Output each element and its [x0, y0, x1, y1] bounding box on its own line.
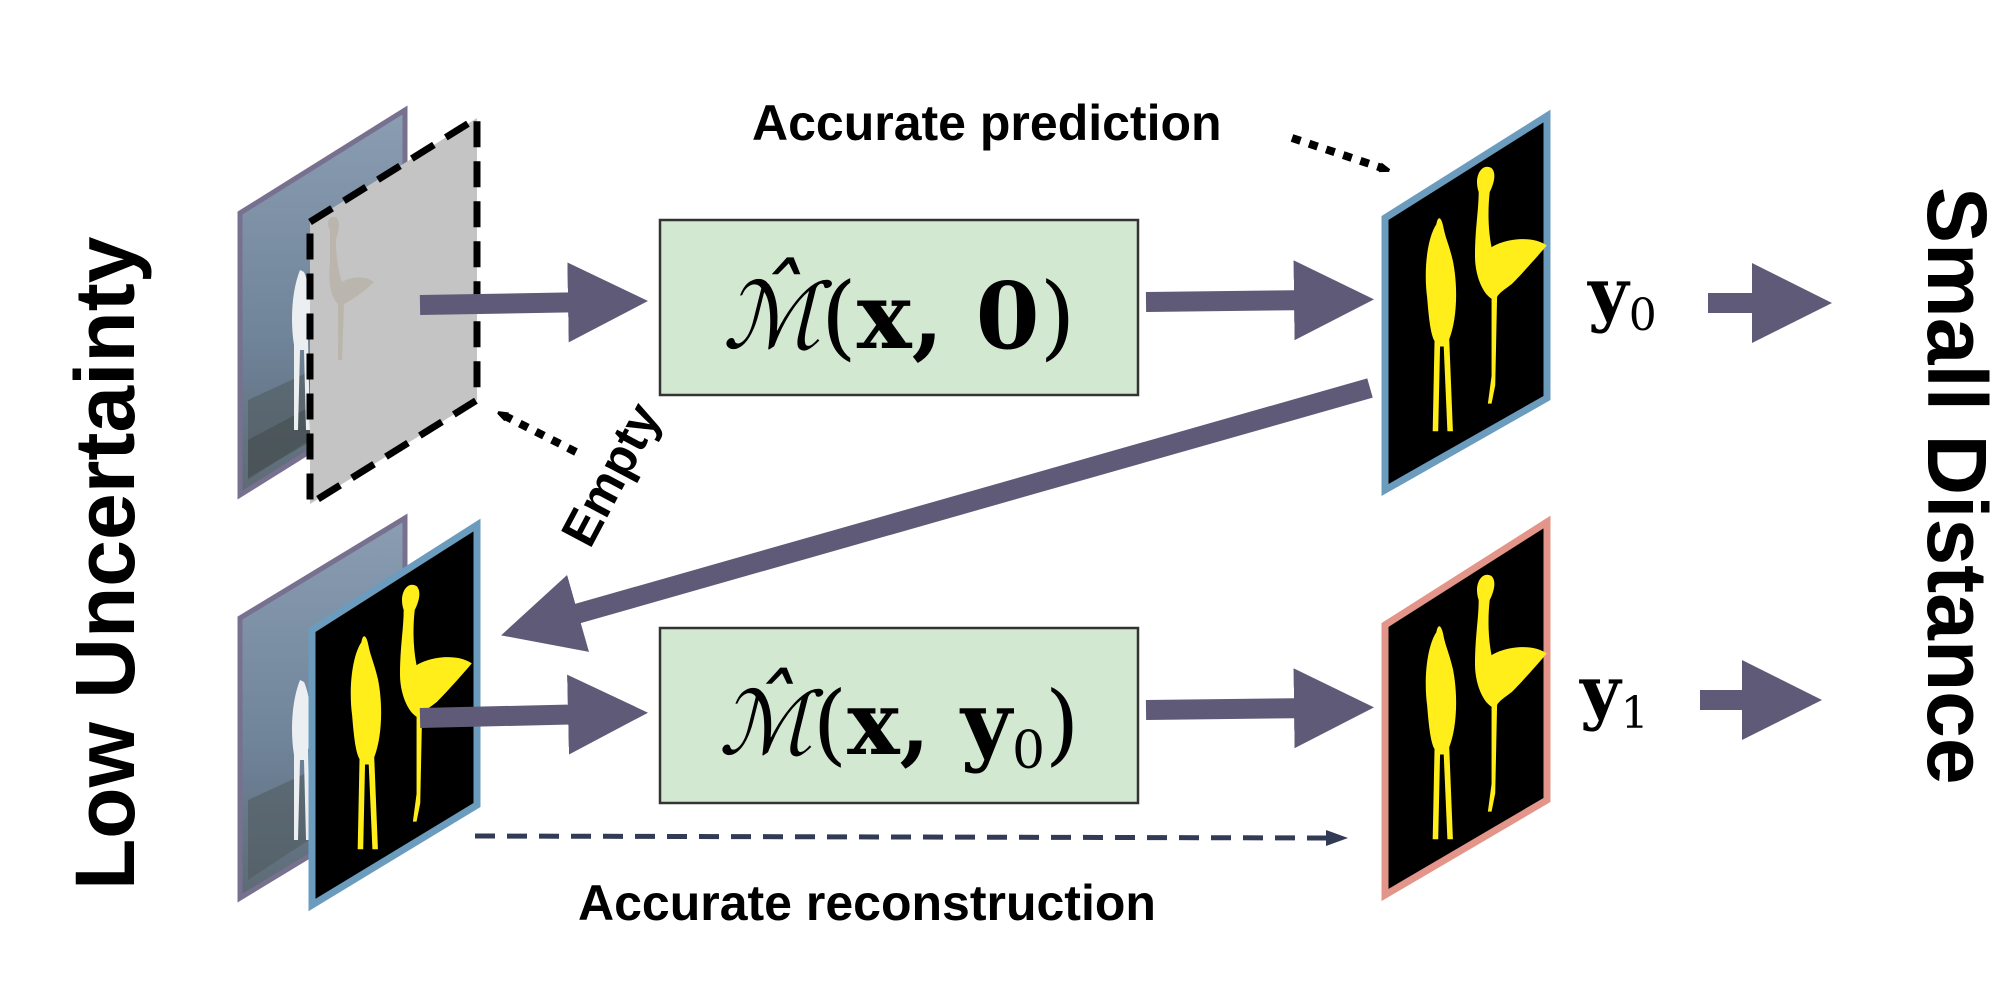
output-label-y1: y1: [1579, 650, 1649, 739]
egret-figure: [292, 680, 311, 840]
dotted-arrow-prediction: [1290, 134, 1382, 168]
model-box-top: ℳ̂(x, 0): [658, 218, 1140, 397]
close-paren: ): [1045, 672, 1079, 775]
svg-text:ℳ̂(x, y0): ℳ̂(x, y0): [719, 667, 1080, 781]
right-vertical-label: Small Distance: [1910, 187, 2000, 785]
reconstruction-mask-y1: [1381, 515, 1551, 902]
arrow-input-to-model-top: [419, 262, 648, 343]
model-box-bottom: ℳ̂(x, y0): [658, 626, 1140, 805]
arrow-model-bottom-to-reconstruction: [1145, 668, 1374, 749]
arrow-prediction-to-bottom-input: [501, 378, 1373, 652]
empty-mask-frame: [306, 111, 481, 511]
prediction-mask-y0: [1381, 109, 1551, 497]
annotation-empty: Empty: [550, 394, 671, 555]
model-args-sub: 0: [1012, 721, 1045, 781]
prior-mask-y0-input: [308, 518, 481, 912]
arrow-input-to-model-bottom: [419, 674, 648, 755]
annotation-accurate-reconstruction: Accurate reconstruction: [578, 875, 1156, 931]
egret-figure: [292, 270, 311, 430]
model-func: ℳ̂: [719, 667, 824, 775]
avocet-figure: [327, 216, 374, 360]
dashed-arrow-reconstruction: [474, 829, 1348, 846]
close-paren: ): [1040, 263, 1076, 370]
arrow-model-top-to-prediction: [1145, 260, 1374, 341]
dotted-arrow-empty: [505, 416, 578, 456]
annotation-accurate-prediction: Accurate prediction: [752, 95, 1222, 151]
model-args: x, y: [847, 671, 1015, 775]
svg-text:ℳ̂(x, 0): ℳ̂(x, 0): [722, 257, 1075, 370]
model-func: ℳ̂: [722, 257, 832, 370]
open-paren: (: [813, 672, 847, 775]
open-paren: (: [821, 263, 857, 370]
left-vertical-label: Low Uncertainty: [58, 236, 152, 890]
output-label-y0: y0: [1587, 252, 1657, 341]
model-args: x, 0: [857, 262, 1040, 370]
